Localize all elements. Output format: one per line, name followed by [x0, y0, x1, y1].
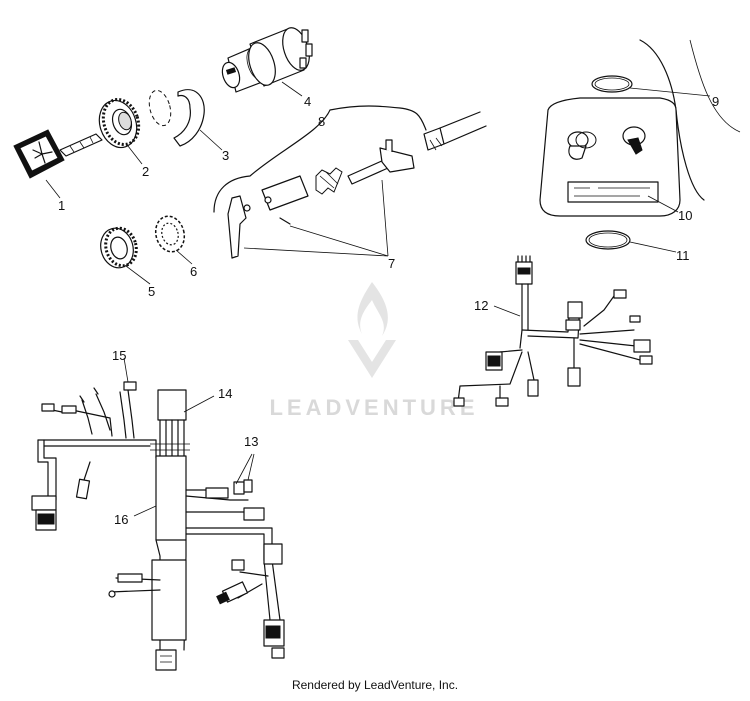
callout-3: 3	[222, 148, 229, 163]
bracket-part-3	[173, 89, 205, 147]
wiring-harness-part-16	[31, 381, 285, 671]
ignition-switch-part-4	[221, 27, 313, 93]
watermark-text: LEADVENTURE	[269, 395, 478, 420]
callout-9: 9	[712, 94, 719, 109]
wiring-harness-part-12	[453, 255, 653, 407]
callout-8: 8	[318, 114, 325, 129]
callout-13: 13	[244, 434, 258, 449]
key-part-1	[13, 129, 103, 179]
callout-6: 6	[190, 264, 197, 279]
flame-logo-icon	[357, 282, 388, 336]
bezel-nut-part-2	[98, 98, 141, 149]
key-logo-icon	[32, 141, 53, 164]
choke-assembly-part-8	[213, 105, 487, 259]
callout-5: 5	[148, 284, 155, 299]
callout-leaders	[45, 81, 711, 517]
callout-15: 15	[112, 348, 126, 363]
callout-4: 4	[304, 94, 311, 109]
callout-14: 14	[218, 386, 232, 401]
callout-10: 10	[678, 208, 692, 223]
nut-part-5	[100, 226, 138, 269]
lock-washer-part-6	[154, 215, 186, 253]
callout-labels: 1 2 3 4 5 6 7 8 9 10 11 12 13 14 15 16	[58, 94, 719, 527]
callout-12: 12	[474, 298, 488, 313]
watermark: LEADVENTURE	[269, 282, 478, 420]
callout-16: 16	[114, 512, 128, 527]
callout-7: 7	[388, 256, 395, 271]
callout-2: 2	[142, 164, 149, 179]
v-logo-icon	[348, 340, 396, 378]
dashed-ring	[148, 89, 172, 127]
footer-credit: Rendered by LeadVenture, Inc.	[291, 678, 459, 692]
leader-lines-part-7	[243, 179, 389, 257]
callout-11: 11	[676, 248, 690, 263]
callout-1: 1	[58, 198, 65, 213]
dash-console	[539, 39, 741, 250]
